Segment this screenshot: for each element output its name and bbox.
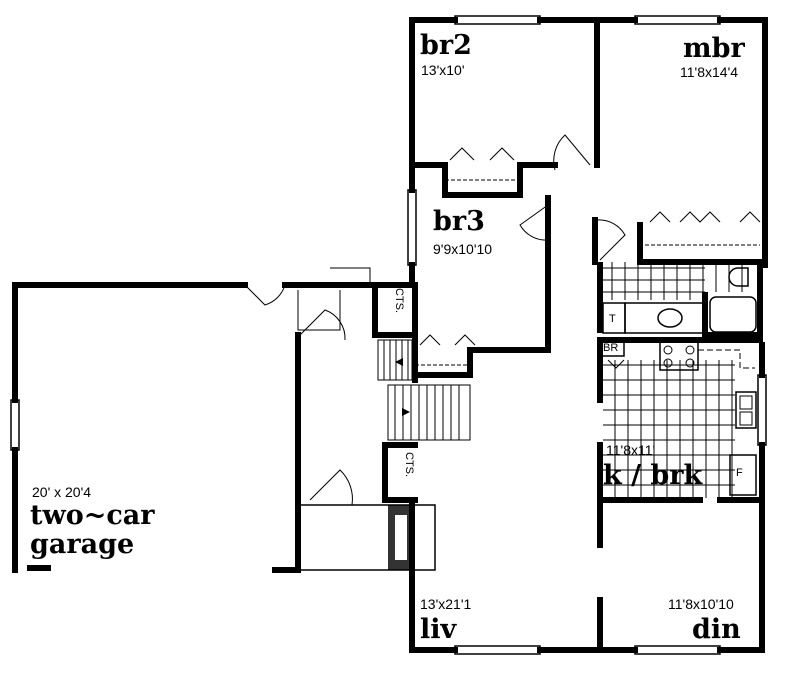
br2-label: br2 xyxy=(420,30,472,61)
windows xyxy=(10,15,767,655)
din-size: 11'8x10'10 xyxy=(668,596,734,612)
closet-doors xyxy=(415,147,761,366)
fridge-label: F xyxy=(736,467,743,479)
liv-size: 13'x21'1 xyxy=(420,596,472,612)
broom-closet-label: BR xyxy=(603,342,619,354)
garage-label-line2: garage xyxy=(30,529,135,560)
mbr-label: mbr xyxy=(683,33,745,64)
kitchen-label: k / brk xyxy=(603,460,703,491)
br2-size: 13'x10' xyxy=(421,62,465,78)
toilet-label: T xyxy=(609,313,616,325)
br3-size: 9'9x10'10 xyxy=(433,241,493,257)
kitchen xyxy=(601,341,757,498)
din-label: din xyxy=(692,614,741,645)
liv-label: liv xyxy=(420,614,457,645)
fireplace xyxy=(300,504,436,571)
cts-label-1: CTS. xyxy=(393,288,405,314)
garage-size: 20' x 20'4 xyxy=(32,484,92,500)
garage-label-line1: two~car xyxy=(30,500,155,531)
bathroom xyxy=(600,262,757,334)
cts-label-2: CTS. xyxy=(403,452,415,478)
mbr-size: 11'8x14'4 xyxy=(680,64,739,80)
kitchen-size: 11'8x11' xyxy=(606,442,656,458)
br3-label: br3 xyxy=(433,206,485,237)
interior-walls xyxy=(372,17,768,653)
door-swings xyxy=(244,134,626,506)
stairs xyxy=(377,339,471,441)
